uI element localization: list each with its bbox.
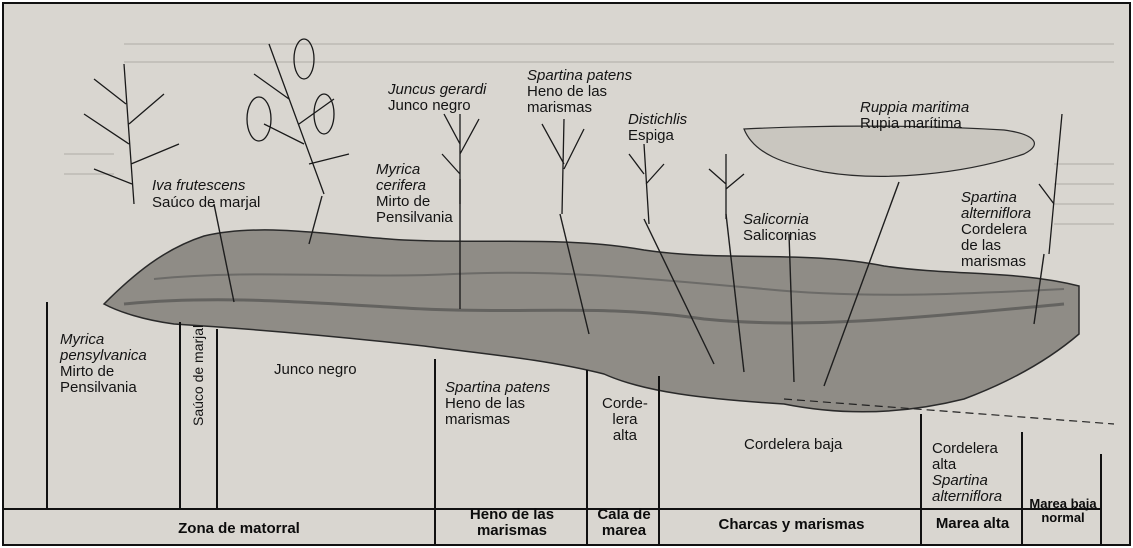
label-cordelera-alta-l1: Corde- <box>602 396 648 412</box>
marsh-land-profile <box>104 230 1079 412</box>
label-marea-alta-l2: alta <box>932 457 1002 473</box>
label-cordelera-baja: Cordelera baja <box>744 437 842 453</box>
label-ruppia-latin: Ruppia maritima <box>860 99 969 116</box>
label-spartina-patens-lower: Spartina patens Heno de las marismas <box>445 380 550 428</box>
label-cordelera-alta-l3: alta <box>602 428 648 444</box>
label-marea-alta-species: Cordelera alta Spartina alterniflora <box>932 441 1002 505</box>
label-spartina-alt-common2: de las <box>961 237 1001 254</box>
label-sp-patens-lower-latin: Spartina patens <box>445 380 550 396</box>
label-spartina-alt-common3: marismas <box>961 253 1026 270</box>
label-sp-patens-lower-common2: marismas <box>445 412 550 428</box>
label-marea-alta-latin1: Spartina <box>932 473 1002 489</box>
label-marea-alta-latin2: alterniflora <box>932 489 1002 505</box>
label-sauco-vertical: Saúco de marjal <box>190 325 206 426</box>
label-marea-alta-l1: Cordelera <box>932 441 1002 457</box>
zone-marea-baja-line1: Marea baja <box>1023 497 1103 511</box>
label-iva-latin: Iva frutescens <box>152 177 246 194</box>
zone-charcas: Charcas y marismas <box>664 517 919 533</box>
label-salicornia-common: Salicornias <box>743 227 816 244</box>
label-myrica-pens-latin1: Myrica <box>60 332 147 348</box>
label-junco-negro: Junco negro <box>274 362 357 378</box>
zone-marea-baja-line2: normal <box>1023 511 1103 525</box>
label-myrica-pens-common2: Pensilvania <box>60 380 147 396</box>
label-spartina-patens-latin: Spartina patens <box>527 67 633 84</box>
label-myrica-pens-latin2: pensylvanica <box>60 348 147 364</box>
label-juncus-latin: Juncus gerardi <box>387 81 487 98</box>
label-ruppia-common: Rupia marítima <box>860 115 962 132</box>
zone-cala-line2: marea <box>589 523 659 539</box>
label-spartina-alt-common1: Cordelera <box>961 221 1028 238</box>
label-cordelera-alta-l2: lera <box>602 412 648 428</box>
label-distichlis-latin: Distichlis <box>628 111 688 128</box>
label-spartina-alt-latin2: alterniflora <box>961 205 1031 222</box>
label-distichlis-common: Espiga <box>628 127 675 144</box>
zone-marea-baja: Marea baja normal <box>1023 497 1103 525</box>
label-spartina-patens-common1: Heno de las <box>527 83 607 100</box>
label-myrica-common2: Pensilvania <box>376 209 453 226</box>
label-myrica-latin2: cerifera <box>376 177 426 194</box>
label-cordelera-alta: Corde- lera alta <box>602 396 648 444</box>
label-spartina-patens-common2: marismas <box>527 99 592 116</box>
zone-marea-alta: Marea alta <box>923 516 1022 532</box>
label-salicornia-latin: Salicornia <box>743 211 809 228</box>
label-iva-common: Saúco de marjal <box>152 194 260 211</box>
label-juncus-common: Junco negro <box>388 97 471 114</box>
zone-heno: Heno de las marismas <box>437 507 587 539</box>
label-myrica-pensylvanica: Myrica pensylvanica Mirto de Pensilvania <box>60 332 147 396</box>
label-spartina-alt-latin1: Spartina <box>961 189 1017 206</box>
label-myrica-pens-common1: Mirto de <box>60 364 147 380</box>
label-myrica-common1: Mirto de <box>376 193 430 210</box>
tidal-pool <box>744 126 1034 176</box>
zone-heno-line1: Heno de las <box>437 507 587 523</box>
label-myrica-latin1: Myrica <box>376 161 420 178</box>
zone-cala-line1: Cala de <box>589 507 659 523</box>
zone-matorral: Zona de matorral <box>114 521 364 537</box>
zone-heno-line2: marismas <box>437 523 587 539</box>
zone-cala: Cala de marea <box>589 507 659 539</box>
label-sp-patens-lower-common1: Heno de las <box>445 396 550 412</box>
